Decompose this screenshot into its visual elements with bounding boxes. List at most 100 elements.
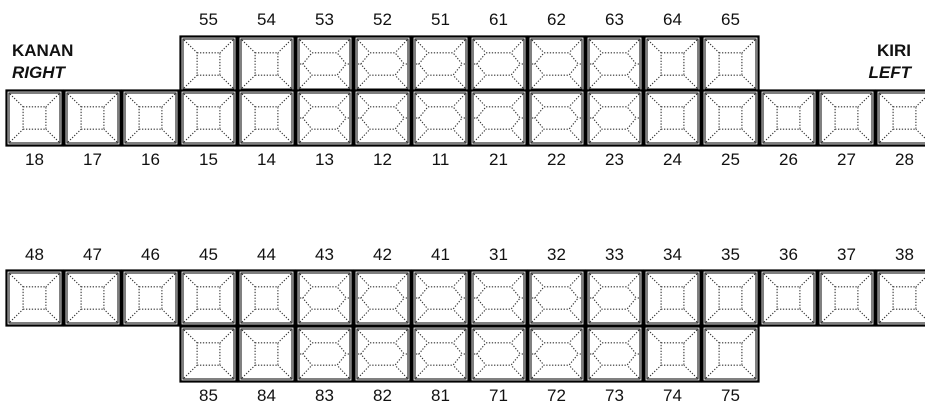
tooth-55 xyxy=(179,35,238,93)
tooth-number-25: 25 xyxy=(721,150,740,169)
tooth-surface-diagram xyxy=(179,325,238,383)
tooth-45 xyxy=(179,269,238,327)
tooth-number-11: 11 xyxy=(431,150,450,169)
tooth-72 xyxy=(527,325,586,383)
tooth-number-46: 46 xyxy=(141,245,160,264)
tooth-number-31: 31 xyxy=(489,245,508,264)
tooth-number-22: 22 xyxy=(547,150,566,169)
tooth-47 xyxy=(63,269,122,327)
tooth-52 xyxy=(353,35,412,93)
tooth-surface-diagram xyxy=(5,89,64,147)
tooth-number-65: 65 xyxy=(721,10,740,29)
left-side-label: KIRI LEFT xyxy=(869,40,912,84)
tooth-number-27: 27 xyxy=(837,150,856,169)
tooth-surface-diagram xyxy=(527,89,586,147)
right-label-en: RIGHT xyxy=(12,63,65,82)
tooth-surface-diagram xyxy=(353,269,412,327)
tooth-number-54: 54 xyxy=(257,10,276,29)
tooth-number-35: 35 xyxy=(721,245,740,264)
tooth-46 xyxy=(121,269,180,327)
tooth-number-26: 26 xyxy=(779,150,798,169)
tooth-surface-diagram xyxy=(295,35,354,93)
tooth-number-53: 53 xyxy=(315,10,334,29)
tooth-48 xyxy=(5,269,64,327)
tooth-35 xyxy=(701,269,760,327)
tooth-number-21: 21 xyxy=(489,150,508,169)
tooth-42 xyxy=(353,269,412,327)
tooth-71 xyxy=(469,325,528,383)
tooth-81 xyxy=(411,325,470,383)
tooth-28 xyxy=(875,89,925,147)
tooth-number-16: 16 xyxy=(141,150,160,169)
tooth-number-36: 36 xyxy=(779,245,798,264)
tooth-surface-diagram xyxy=(353,89,412,147)
tooth-25 xyxy=(701,89,760,147)
tooth-surface-diagram xyxy=(817,269,876,327)
tooth-21 xyxy=(469,89,528,147)
tooth-surface-diagram xyxy=(701,89,760,147)
tooth-surface-diagram xyxy=(63,89,122,147)
tooth-surface-diagram xyxy=(295,325,354,383)
tooth-number-17: 17 xyxy=(83,150,102,169)
tooth-number-62: 62 xyxy=(547,10,566,29)
tooth-number-13: 13 xyxy=(315,150,334,169)
tooth-surface-diagram xyxy=(643,35,702,93)
tooth-surface-diagram xyxy=(121,269,180,327)
tooth-13 xyxy=(295,89,354,147)
tooth-number-74: 74 xyxy=(663,386,682,405)
tooth-surface-diagram xyxy=(643,89,702,147)
tooth-surface-diagram xyxy=(121,89,180,147)
tooth-12 xyxy=(353,89,412,147)
tooth-number-41: 41 xyxy=(431,245,450,264)
tooth-surface-diagram xyxy=(759,269,818,327)
tooth-number-51: 51 xyxy=(431,10,450,29)
tooth-number-37: 37 xyxy=(837,245,856,264)
tooth-number-12: 12 xyxy=(373,150,392,169)
tooth-65 xyxy=(701,35,760,93)
tooth-surface-diagram xyxy=(527,35,586,93)
tooth-number-75: 75 xyxy=(721,386,740,405)
tooth-84 xyxy=(237,325,296,383)
tooth-34 xyxy=(643,269,702,327)
tooth-surface-diagram xyxy=(295,89,354,147)
tooth-surface-diagram xyxy=(817,89,876,147)
tooth-surface-diagram xyxy=(701,269,760,327)
tooth-surface-diagram xyxy=(585,89,644,147)
tooth-surface-diagram xyxy=(469,89,528,147)
tooth-number-64: 64 xyxy=(663,10,682,29)
left-label-en: LEFT xyxy=(868,63,912,82)
tooth-surface-diagram xyxy=(237,35,296,93)
tooth-38 xyxy=(875,269,925,327)
tooth-number-45: 45 xyxy=(199,245,218,264)
tooth-number-28: 28 xyxy=(895,150,914,169)
tooth-surface-diagram xyxy=(411,325,470,383)
tooth-surface-diagram xyxy=(411,89,470,147)
tooth-number-44: 44 xyxy=(257,245,276,264)
tooth-surface-diagram xyxy=(63,269,122,327)
tooth-number-34: 34 xyxy=(663,245,682,264)
tooth-surface-diagram xyxy=(237,89,296,147)
tooth-number-81: 81 xyxy=(431,386,450,405)
tooth-number-52: 52 xyxy=(373,10,392,29)
tooth-surface-diagram xyxy=(469,269,528,327)
tooth-surface-diagram xyxy=(527,325,586,383)
tooth-surface-diagram xyxy=(701,35,760,93)
tooth-number-84: 84 xyxy=(257,386,276,405)
tooth-73 xyxy=(585,325,644,383)
left-label-id: KIRI xyxy=(877,41,911,60)
tooth-surface-diagram xyxy=(469,35,528,93)
tooth-surface-diagram xyxy=(353,35,412,93)
tooth-number-15: 15 xyxy=(199,150,218,169)
tooth-16 xyxy=(121,89,180,147)
tooth-surface-diagram xyxy=(759,89,818,147)
tooth-surface-diagram xyxy=(875,269,925,327)
tooth-74 xyxy=(643,325,702,383)
tooth-44 xyxy=(237,269,296,327)
tooth-43 xyxy=(295,269,354,327)
tooth-24 xyxy=(643,89,702,147)
tooth-41 xyxy=(411,269,470,327)
tooth-number-83: 83 xyxy=(315,386,334,405)
tooth-surface-diagram xyxy=(875,89,925,147)
tooth-18 xyxy=(5,89,64,147)
